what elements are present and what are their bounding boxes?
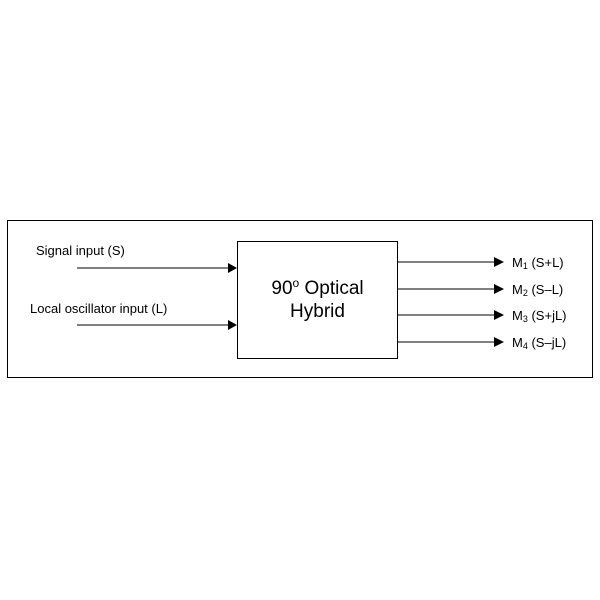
output-arrow-1 <box>398 257 504 267</box>
hybrid-degree-symbol: o <box>292 276 300 290</box>
output-1-subscript: 1 <box>522 261 528 271</box>
output-3-subscript: 3 <box>522 314 528 324</box>
output-label-4: M4 (S–jL) <box>512 335 567 351</box>
hybrid-title-rest: Optical <box>299 278 364 299</box>
output-4-prefix: M <box>512 335 523 350</box>
signal-input-arrow <box>77 263 237 273</box>
output-label-2: M2 (S–L) <box>512 282 564 298</box>
signal-input-label: Signal input (S) <box>36 243 125 258</box>
output-3-expression: (S+jL) <box>527 308 567 323</box>
output-label-3: M3 (S+jL) <box>512 308 567 324</box>
hybrid-title-line-2: Hybrid <box>290 301 345 322</box>
diagram-frame <box>7 220 593 378</box>
output-arrow-4 <box>398 337 504 347</box>
output-1-prefix: M <box>512 255 523 270</box>
output-2-prefix: M <box>512 282 523 297</box>
output-2-expression: (S–L) <box>527 282 564 297</box>
optical-hybrid-block: 90o Optical Hybrid <box>237 241 398 359</box>
output-3-prefix: M <box>512 308 523 323</box>
output-label-1: M1 (S+L) <box>512 255 564 271</box>
output-1-expression: (S+L) <box>527 255 564 270</box>
output-2-subscript: 2 <box>522 288 528 298</box>
output-4-expression: (S–jL) <box>527 335 567 350</box>
hybrid-title-line-1: 90o Optical <box>271 277 363 300</box>
output-arrow-2 <box>398 284 504 294</box>
output-arrow-3 <box>398 310 504 320</box>
local-oscillator-input-arrow <box>77 320 237 330</box>
local-oscillator-input-label: Local oscillator input (L) <box>30 301 168 316</box>
output-4-subscript: 4 <box>522 341 528 351</box>
hybrid-degree-number: 90 <box>271 278 293 299</box>
